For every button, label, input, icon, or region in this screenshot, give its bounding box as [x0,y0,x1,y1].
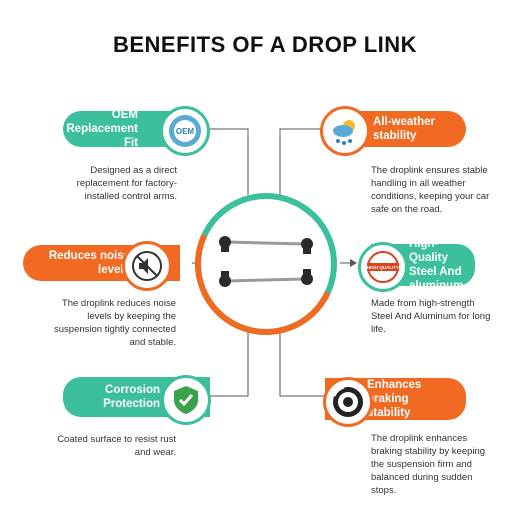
page-title: BENEFITS OF A DROP LINK [112,32,418,57]
benefit-desc-weather: The droplink ensures stable handling in … [371,165,490,215]
benefit-desc-quality: Made from high-strength Steel And Alumin… [371,298,491,335]
shield-check-icon [161,375,211,425]
center-product-circle [174,172,358,356]
oem-badge-icon: OEM [160,106,210,156]
benefit-desc-noise: The droplink reduces noise levels by kee… [54,298,176,348]
benefit-desc-braking: The droplink enhances braking stability … [371,433,486,496]
svg-text:HIGH QUALITY: HIGH QUALITY [367,265,399,270]
drop-link-image [219,236,313,287]
high-quality-stamp-icon: HIGH QUALITY [358,242,408,292]
mute-speaker-icon [122,241,172,291]
svg-text:OEM: OEM [176,127,195,136]
benefit-desc-oem: Designed as a direct replacement for fac… [76,165,177,202]
brake-disc-icon [323,377,373,427]
weather-icon [320,106,370,156]
benefit-desc-corrosion: Coated surface to resist rust and wear. [57,434,176,458]
